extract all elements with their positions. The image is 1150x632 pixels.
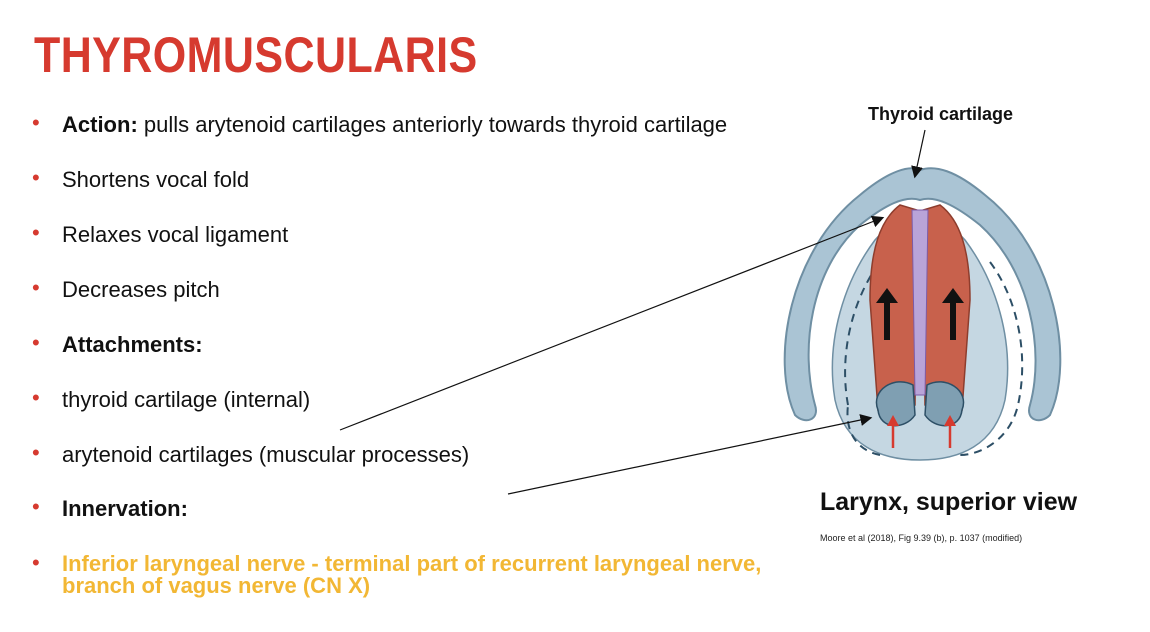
arytenoid-attachment-pointer xyxy=(507,414,873,495)
left-pull-arrow xyxy=(876,288,898,340)
bullet-text: thyroid cartilage (internal) xyxy=(62,387,311,412)
left-thyromuscularis-muscle xyxy=(869,204,918,411)
bullet-text: Shortens vocal fold xyxy=(62,167,250,192)
bullet-text: arytenoid cartilages (muscular processes… xyxy=(62,442,470,467)
right-thyromuscularis-muscle xyxy=(922,204,971,411)
thyroid-label-pointer xyxy=(911,129,926,179)
bullet-dot: • xyxy=(32,220,40,245)
figure-caption: Larynx, superior view xyxy=(820,488,1078,516)
thyroid-attachment-pointer xyxy=(339,215,885,431)
bullet-dot: • xyxy=(32,550,40,575)
bullet-text: pulls arytenoid cartilages anteriorly to… xyxy=(137,112,728,137)
bullet-dot: • xyxy=(32,110,40,135)
slide-title: THYROMUSCULARIS xyxy=(34,27,478,83)
right-arytenoid-cartilage xyxy=(924,381,965,427)
dashed-outline xyxy=(844,261,1024,456)
bullet-list: • Action: pulls arytenoid cartilages ant… xyxy=(32,110,762,598)
bullet-label: Attachments: xyxy=(62,332,203,357)
bullet-text: Relaxes vocal ligament xyxy=(62,222,289,247)
bullet-dot: • xyxy=(32,330,40,355)
vocal-ligament xyxy=(911,209,929,396)
bullet-dot: • xyxy=(32,494,40,519)
thyroid-cartilage-label: Thyroid cartilage xyxy=(868,104,1014,124)
bullet-label: Innervation: xyxy=(62,496,188,521)
right-pull-arrow xyxy=(942,288,964,340)
left-arytenoid-cartilage xyxy=(875,381,916,427)
thyroid-cartilage-shape xyxy=(783,167,1062,422)
bullet-dot: • xyxy=(32,385,40,410)
bullet-text: Inferior laryngeal nerve - terminal part… xyxy=(62,551,762,598)
right-red-arrow xyxy=(944,415,956,448)
figure-citation: Moore et al (2018), Fig 9.39 (b), p. 103… xyxy=(820,533,1023,543)
bullet-text: Decreases pitch xyxy=(62,277,220,302)
bullet-dot: • xyxy=(32,165,40,190)
bullet-dot: • xyxy=(32,440,40,465)
bullet-label: Action: xyxy=(62,112,138,137)
left-red-arrow xyxy=(887,415,899,448)
bullet-dot: • xyxy=(32,275,40,300)
